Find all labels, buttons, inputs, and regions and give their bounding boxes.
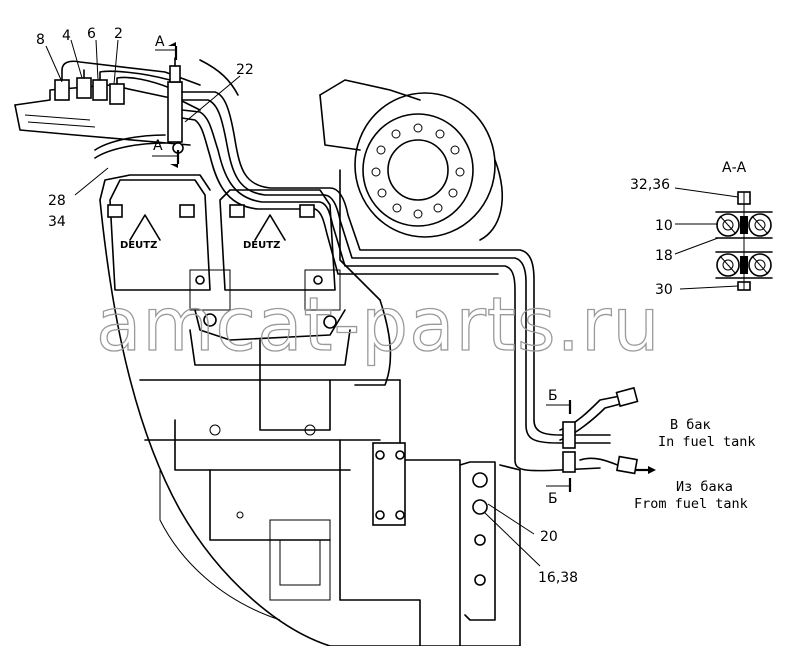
section-b-top-mark: Б [548,388,558,404]
deutz-logo-right: DEUTZ [243,240,280,251]
callout-4: 4 [62,28,71,44]
to-tank-ru: В бак [670,417,711,433]
callout-22: 22 [236,62,254,78]
valve-covers: DEUTZ DEUTZ [107,179,392,431]
watermark: amcat-parts.ru [96,282,660,368]
from-tank-ru: Из бака [676,479,733,495]
section-a-bottom-mark: А [153,138,163,154]
callout-2: 2 [114,26,123,42]
fuel-lines [181,59,656,475]
mounting-bracket [209,424,496,621]
callout-32-36: 32,36 [630,177,670,193]
callout-10: 10 [655,218,673,234]
engine-block [99,174,521,646]
section-aa-title: А-А [722,160,747,176]
section-aa-detail: А-А [674,160,773,291]
injection-pump-block [14,57,201,159]
callout-8: 8 [36,32,45,48]
section-b-markers: Б Б [546,388,572,507]
callout-30: 30 [655,282,673,298]
deutz-logo-left: DEUTZ [120,240,157,251]
callout-18: 18 [655,248,673,264]
section-a-top-mark: А [155,34,165,50]
callout-20: 20 [540,529,558,545]
from-tank-en: From fuel tank [634,496,748,512]
callout-16-38: 16,38 [538,570,578,586]
callout-34: 34 [48,214,66,230]
callout-6: 6 [87,26,96,42]
callout-28: 28 [48,193,66,209]
section-b-bottom-mark: Б [548,491,558,507]
section-a-markers: А А [152,34,180,168]
leader-lines [45,39,541,567]
to-tank-en: In fuel tank [658,434,756,450]
turbocharger [319,79,503,301]
